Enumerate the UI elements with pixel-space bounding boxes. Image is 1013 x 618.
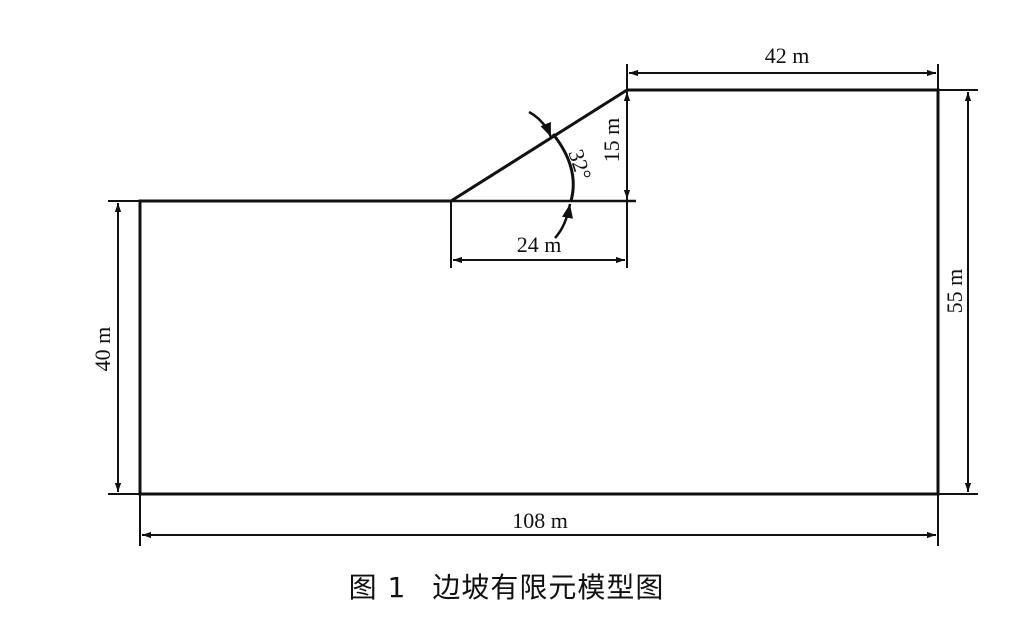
label-left-height: 40 m — [90, 327, 115, 372]
angle-arc — [551, 133, 575, 202]
slope-model-diagram: 42 m 15 m 24 m 32° 40 m 55 m 108 m — [90, 43, 978, 546]
label-slope-base: 24 m — [517, 232, 562, 257]
figure-number: 图 1 — [348, 571, 407, 604]
label-total-width: 108 m — [512, 508, 568, 533]
figure-caption: 图 1 边坡有限元模型图 — [0, 566, 1013, 606]
figure-title: 边坡有限元模型图 — [432, 571, 665, 604]
label-slope-height: 15 m — [599, 118, 624, 163]
slope-outline — [138, 88, 940, 496]
angle-arrow-bottom — [554, 203, 574, 239]
label-right-height: 55 m — [942, 269, 967, 314]
angle-arrow-top — [528, 110, 553, 138]
label-top-width: 42 m — [765, 43, 810, 68]
label-slope-angle: 32° — [563, 146, 596, 183]
